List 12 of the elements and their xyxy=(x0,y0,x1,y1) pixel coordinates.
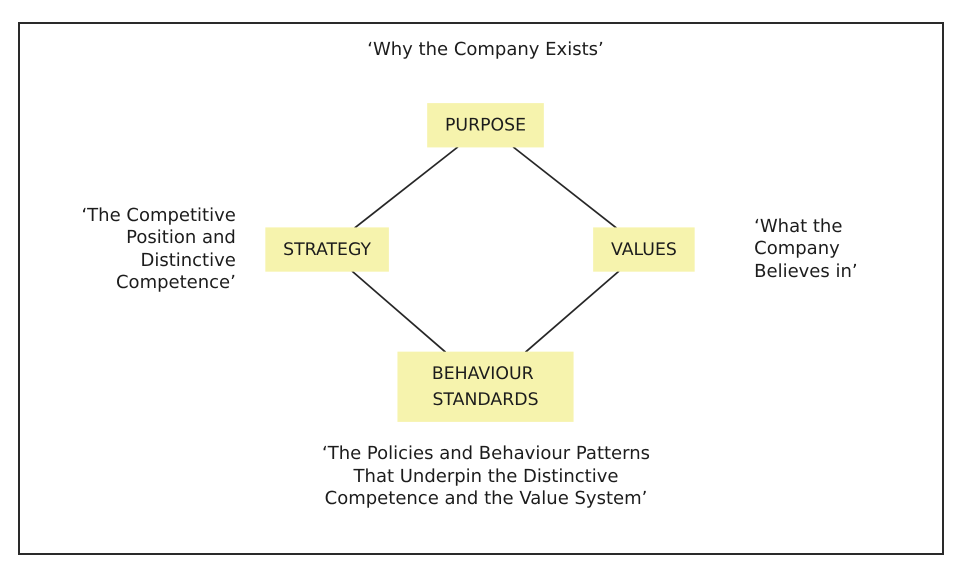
connector-line xyxy=(512,146,617,229)
connector-line xyxy=(351,270,446,353)
quote-caption: ‘What the Company Believes in’ xyxy=(754,216,859,284)
quote-caption: ‘Why the Company Exists’ xyxy=(366,38,605,62)
quote-caption: ‘The Policies and Behaviour Patterns That Underpin the Distinctive Competence and the Value System’ xyxy=(321,443,651,511)
highlighted-term: PURPOSE xyxy=(427,103,544,148)
highlighted-term: STRATEGY xyxy=(265,227,389,272)
connector-line xyxy=(354,146,458,229)
highlighted-term: BEHAVIOUR STANDARDS xyxy=(397,352,574,422)
connector-line xyxy=(524,270,620,353)
highlighted-term: VALUES xyxy=(593,227,695,272)
quote-caption: ‘The Competitive Position and Distinctive Competence’ xyxy=(80,204,236,295)
